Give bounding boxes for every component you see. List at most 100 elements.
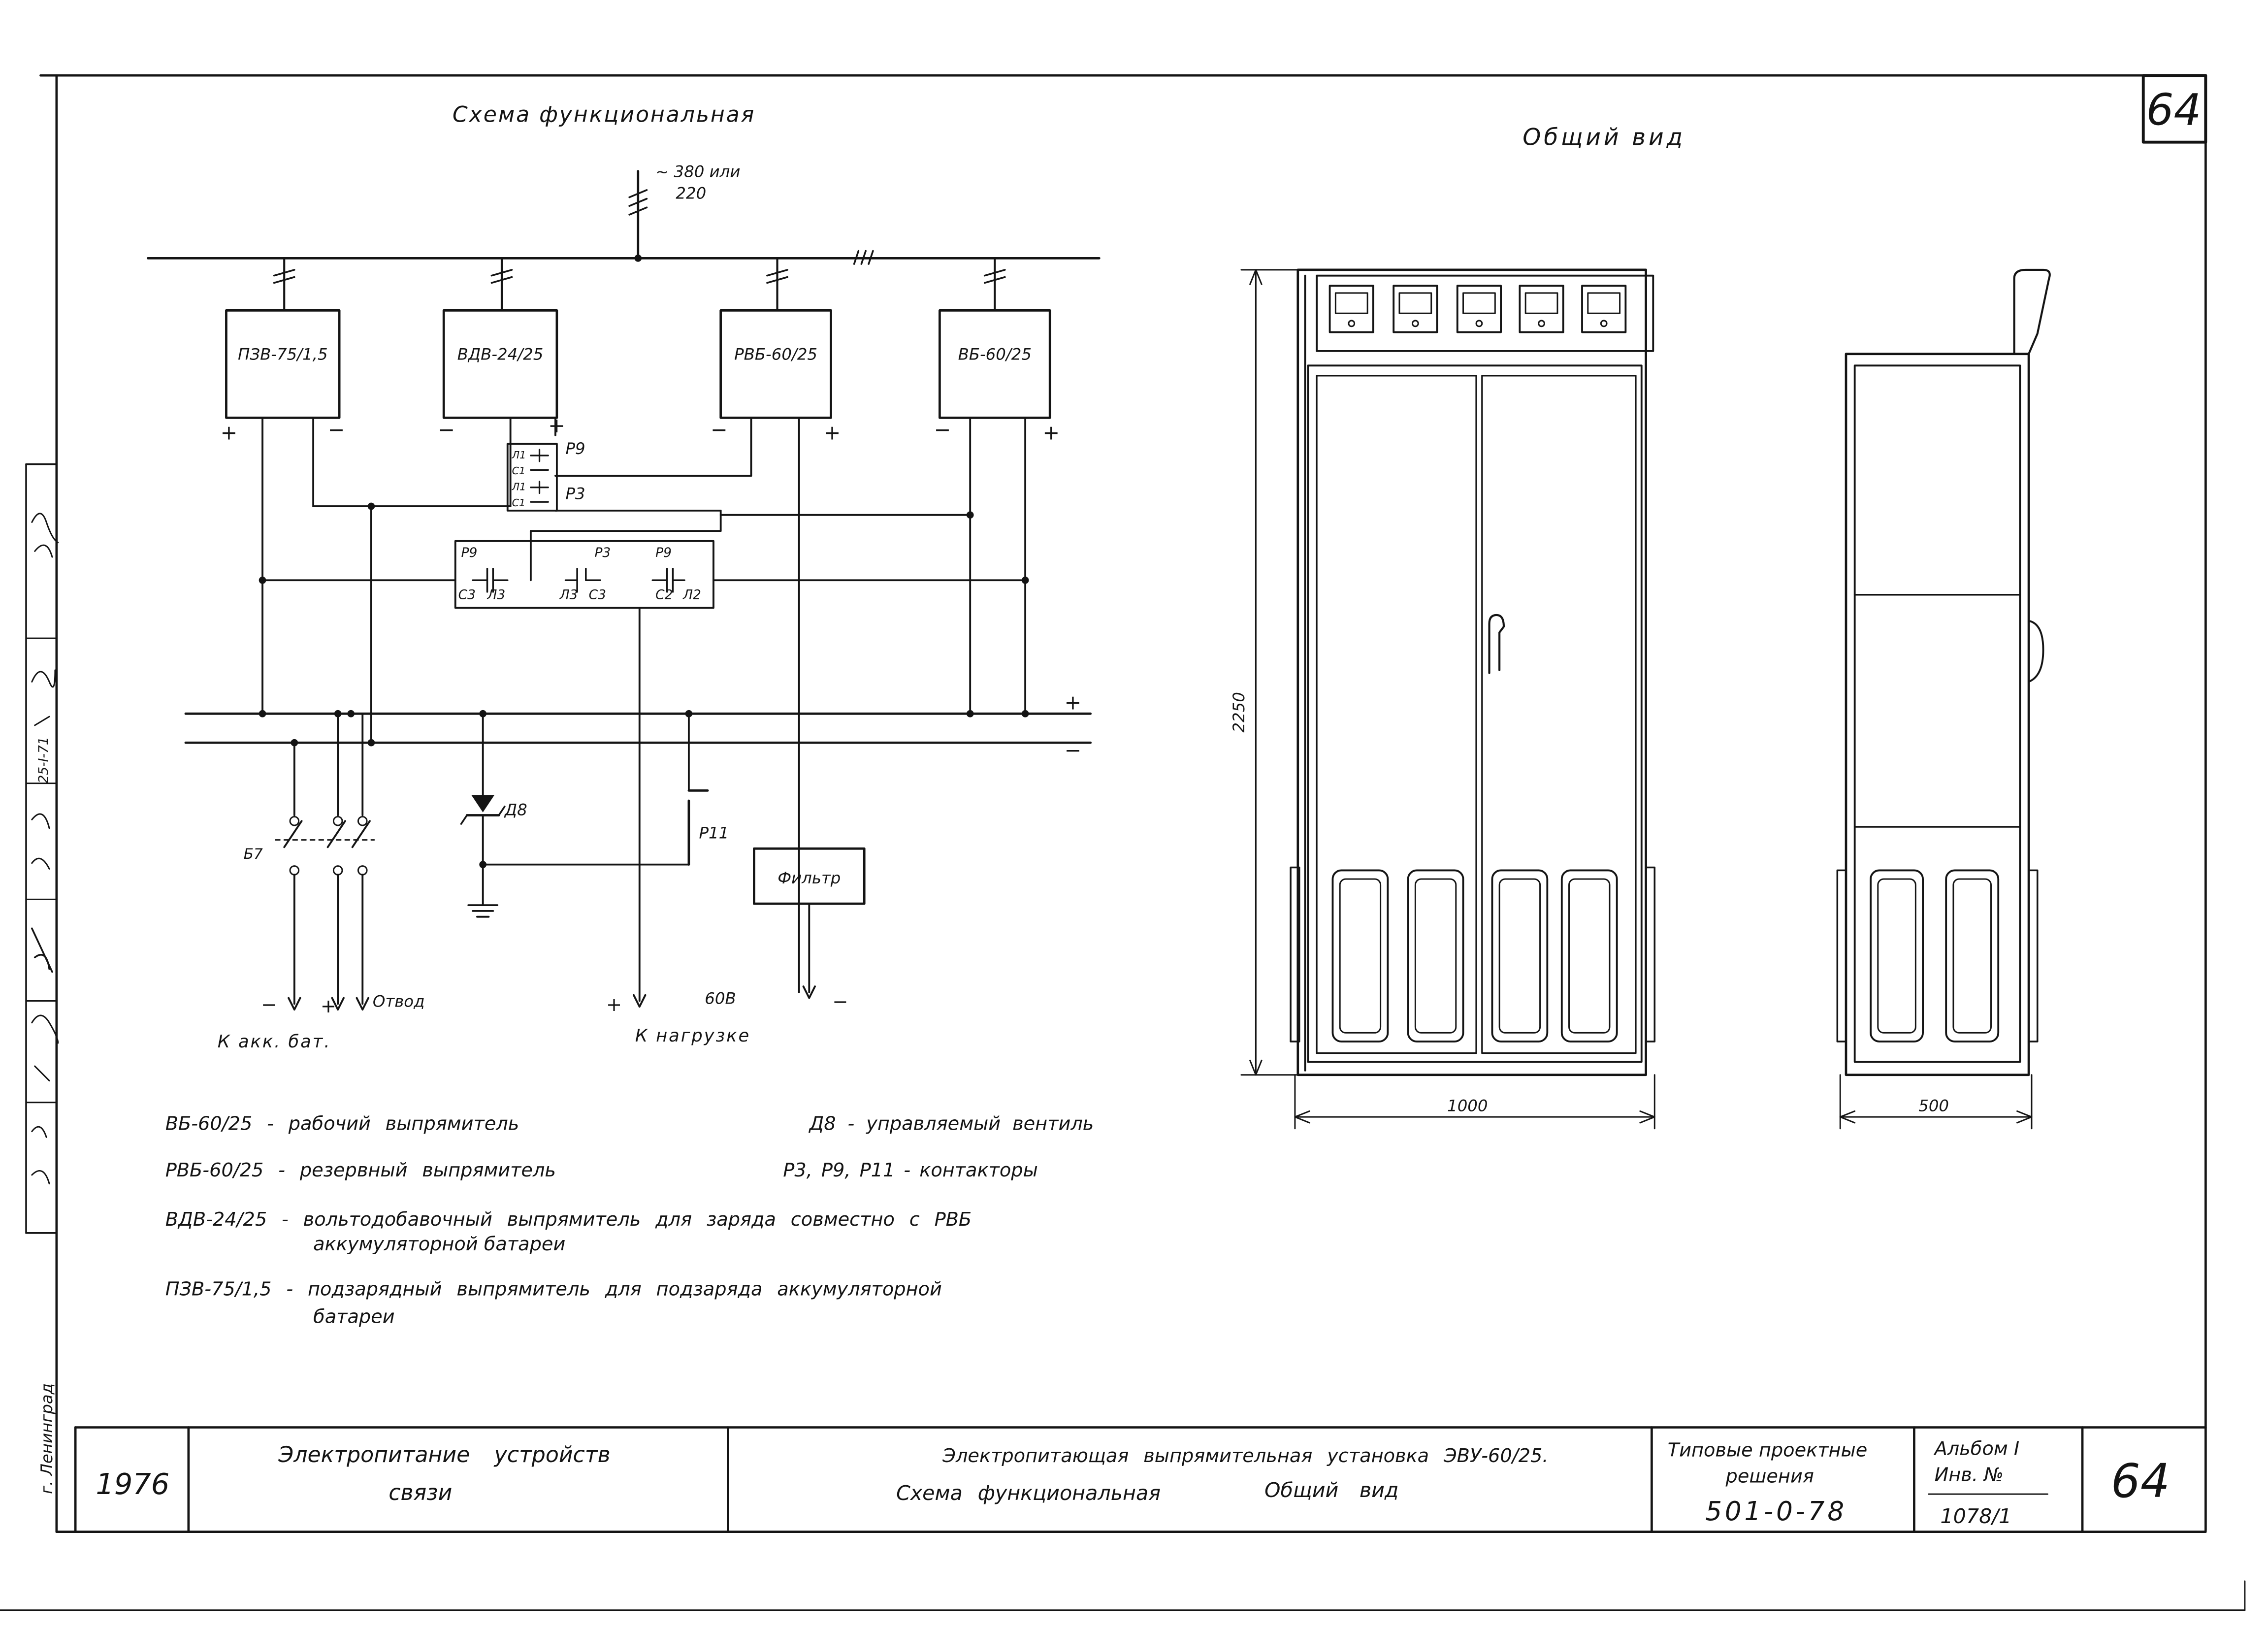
block-vb-label: ВБ-60/25 xyxy=(958,345,1032,364)
svg-text:+: + xyxy=(221,421,238,445)
height-dim-label: 2250 xyxy=(1230,692,1248,732)
block-vb: ВБ-60/25 xyxy=(939,309,1051,419)
svg-text:С1: С1 xyxy=(512,497,526,509)
svg-text:С1: С1 xyxy=(512,465,526,477)
svg-text:Л3: Л3 xyxy=(487,587,506,603)
voltage-label: 60В xyxy=(705,989,736,1008)
svg-text:+: + xyxy=(1042,421,1060,445)
title-block: 1976 Электропитание устройств связи Элек… xyxy=(74,1426,2207,1533)
svg-text:Р9: Р9 xyxy=(461,545,478,560)
battery-label: К акк. бат. xyxy=(218,1032,331,1052)
general-view-title: Общий вид xyxy=(1523,124,1685,151)
signature-scribble-5 xyxy=(31,1014,59,1082)
schematic-title: Схема функциональная xyxy=(453,102,755,127)
battery-switch: Б7 xyxy=(244,713,375,1011)
load-label: К нагрузке xyxy=(635,1026,750,1046)
functional-schematic: Схема функциональная ~ 380 или 220 ПЗВ-7… xyxy=(147,102,1101,1052)
polarity-marks: + − − + − + − + xyxy=(221,414,1060,445)
dimension-height: 2250 xyxy=(1230,269,1299,1076)
dc-wiring xyxy=(259,417,1029,993)
legend-item-vdv: ВДВ-24/25 - вольтодобавочный выпрямитель… xyxy=(165,1208,972,1231)
legend-item-rvb: РВБ-60/25 - резервный выпрямитель xyxy=(165,1159,556,1181)
side-lifting-eye xyxy=(2013,268,2051,355)
dimension-depth: 500 xyxy=(1839,1074,2033,1130)
legend-item-d8: Д8 - управляемый вентиль xyxy=(808,1113,1094,1135)
svg-text:С2: С2 xyxy=(655,587,673,603)
filter-label: Фильтр xyxy=(778,869,841,887)
svg-text:−: − xyxy=(328,418,345,442)
signature-scribble-2 xyxy=(31,669,56,726)
svg-text:−: − xyxy=(261,994,277,1016)
svg-text:−: − xyxy=(934,418,951,442)
block-pzv: ПЗВ-75/1,5 xyxy=(225,309,341,419)
cabinet-side xyxy=(1836,268,2051,1076)
legend-item-pzv: ПЗВ-75/1,5 - подзарядный выпрямитель для… xyxy=(165,1278,942,1300)
svg-text:+: + xyxy=(606,994,622,1016)
title-album-line1: Альбом I xyxy=(1933,1438,2019,1460)
diode-d8: Д8 xyxy=(460,713,690,918)
block-rvb: РВБ-60/25 xyxy=(719,309,832,419)
svg-text:Б7: Б7 xyxy=(244,846,263,862)
title-album-inv: 1078/1 xyxy=(1940,1504,2011,1528)
title-name-line2b: Общий вид xyxy=(1264,1478,1398,1502)
vent-slots xyxy=(1331,869,1618,1043)
sheet-number: 64 xyxy=(2146,84,2201,135)
svg-text:Л2: Л2 xyxy=(682,587,701,603)
title-name-line2a: Схема функциональная xyxy=(896,1481,1161,1505)
svg-text:Р9: Р9 xyxy=(655,545,672,560)
contactor-coils: Л1 С1 Л1 С1 Р9 Р3 xyxy=(506,439,585,512)
title-typical-line1: Типовые проектные xyxy=(1668,1439,1868,1461)
side-stamp: 25-I-71 г. Ленинград xyxy=(25,463,59,1494)
svg-text:С3: С3 xyxy=(458,587,476,603)
svg-text:Л3: Л3 xyxy=(559,587,578,603)
diode-label: Д8 xyxy=(504,800,527,819)
svg-text:+: + xyxy=(824,421,841,445)
svg-text:−: − xyxy=(711,418,728,442)
svg-text:Р3: Р3 xyxy=(594,545,611,560)
contact-p11: Р11 xyxy=(687,713,729,866)
title-album-line2: Инв. № xyxy=(1935,1464,2004,1486)
block-vdv: ВДВ-24/25 xyxy=(442,309,558,419)
title-sheet-number: 64 xyxy=(2111,1455,2170,1508)
block-pzv-label: ПЗВ-75/1,5 xyxy=(238,345,328,364)
svg-text:−: − xyxy=(438,418,455,442)
ac-drops xyxy=(273,257,1006,312)
general-view: Общий вид xyxy=(1230,124,2051,1130)
title-typical-code: 501-0-78 xyxy=(1705,1496,1847,1527)
stamp-city: г. Ленинград xyxy=(37,1383,56,1494)
svg-text:Л1: Л1 xyxy=(512,481,526,493)
label-p3: Р3 xyxy=(566,484,585,503)
cabinet-front xyxy=(1290,268,1656,1076)
legend-item-contactors: Р3, Р9, Р11 - контакторы xyxy=(783,1159,1038,1181)
svg-text:С3: С3 xyxy=(589,587,606,603)
legend: ВБ-60/25 - рабочий выпрямитель РВБ-60/25… xyxy=(165,1113,1094,1328)
width-dim-label: 1000 xyxy=(1447,1096,1488,1115)
dimension-width: 1000 xyxy=(1294,1074,1655,1130)
legend-item-vb: ВБ-60/25 - рабочий выпрямитель xyxy=(165,1113,519,1135)
panel-meters xyxy=(1328,285,1627,333)
title-typical-line2: решения xyxy=(1725,1465,1814,1487)
contact-box: Р9 Р3 Р9 С3 Л3 Л3 С3 С2 Л2 xyxy=(454,540,714,1002)
svg-text:−: − xyxy=(832,991,848,1013)
depth-dim-label: 500 xyxy=(1918,1096,1949,1115)
legend-item-pzv-cont: батареи xyxy=(313,1305,394,1328)
side-handle xyxy=(2028,619,2044,683)
sheet-number-box: 64 xyxy=(2141,74,2207,144)
title-section-line2: связи xyxy=(389,1480,452,1505)
title-year: 1976 xyxy=(96,1467,169,1501)
tap-label: Отвод xyxy=(373,992,425,1010)
legend-item-vdv-cont: аккумуляторной батареи xyxy=(313,1233,565,1255)
label-p11: Р11 xyxy=(699,824,729,843)
svg-text:+: + xyxy=(548,414,565,437)
block-vdv-label: ВДВ-24/25 xyxy=(457,345,544,364)
supply-line1: ~ 380 или xyxy=(655,162,740,181)
door-handle xyxy=(1488,614,1505,674)
stamp-date: 25-I-71 xyxy=(36,737,51,783)
output-labels: − + Отвод К акк. бат. + 60В − К нагрузке xyxy=(218,989,848,1051)
svg-text:+: + xyxy=(321,995,336,1017)
label-p9: Р9 xyxy=(566,439,585,458)
sheet-frame xyxy=(0,74,2246,1611)
block-rvb-label: РВБ-60/25 xyxy=(734,345,817,364)
svg-text:Л1: Л1 xyxy=(512,449,526,461)
